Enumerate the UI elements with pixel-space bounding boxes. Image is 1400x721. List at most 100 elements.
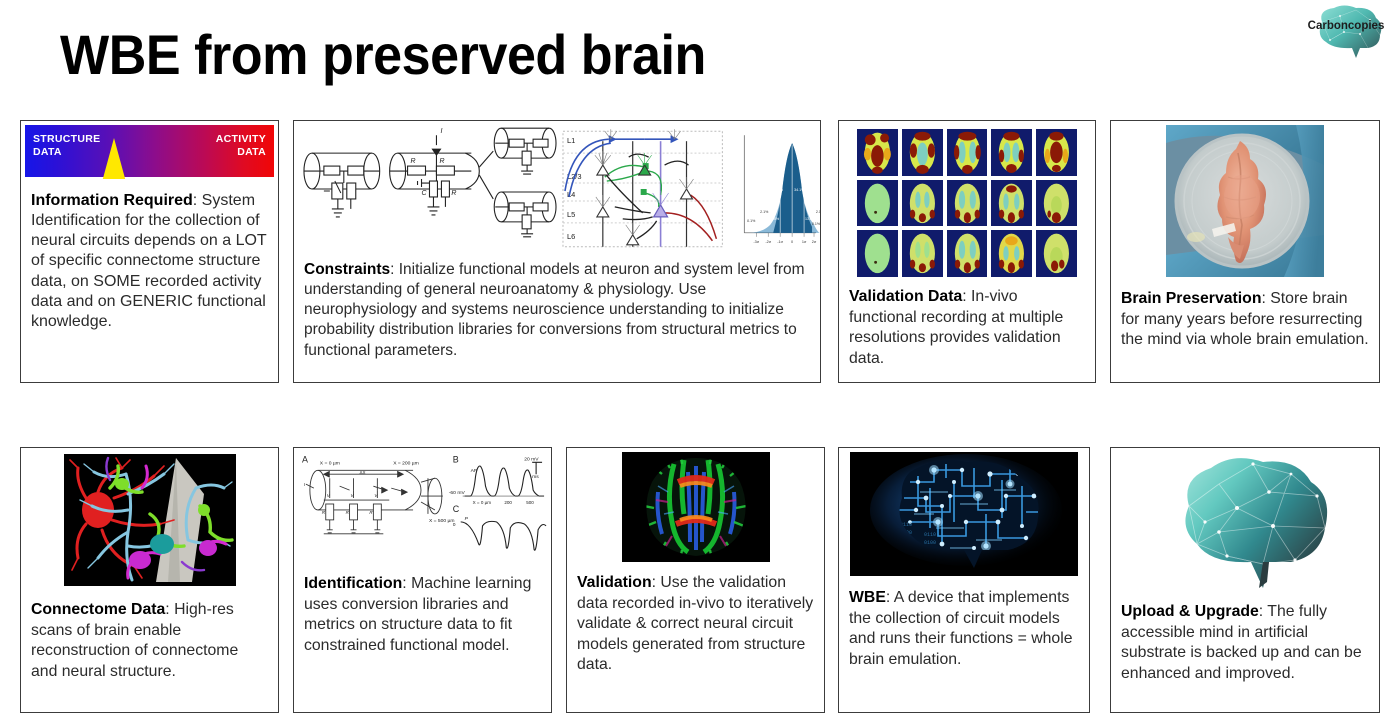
svg-text:13.6%: 13.6% <box>769 217 780 221</box>
card-identification: A B C <box>293 447 552 713</box>
cortical-layer-l5: L5 <box>567 210 575 219</box>
structure-activity-gradient-figure: STRUCTURE DATA ACTIVITY DATA <box>21 121 278 179</box>
fmri-slice <box>901 179 943 227</box>
panel-label-a: A <box>302 454 308 464</box>
card-caption: Identification: Machine learning uses co… <box>304 574 541 656</box>
svg-text:V: V <box>374 493 378 498</box>
panel-label-c: C <box>453 504 460 514</box>
svg-text:V: V <box>351 493 355 498</box>
svg-text:13.6%: 13.6% <box>805 217 816 221</box>
svg-text:R: R <box>322 510 326 515</box>
card-text: : In-vivo functional recording at multip… <box>849 288 1064 367</box>
svg-text:X = 0 µm: X = 0 µm <box>320 460 340 466</box>
svg-text:AP: AP <box>471 468 478 474</box>
svg-text:2.1%: 2.1% <box>816 210 820 214</box>
fmri-slice-grid <box>857 129 1077 277</box>
card-caption: Validation: Use the validation data reco… <box>577 573 814 676</box>
card-caption: WBE: A device that implements the collec… <box>849 588 1079 670</box>
svg-text:R: R <box>451 190 456 197</box>
svg-text:0.1%: 0.1% <box>812 222 820 226</box>
svg-text:X = 0 µm: X = 0 µm <box>473 500 492 505</box>
card-body: Constraints: Initialize functional model… <box>294 256 820 367</box>
upload-upgrade-figure <box>1111 448 1379 598</box>
card-brain-preservation: Brain Preservation: Store brain for many… <box>1110 120 1380 383</box>
svg-text:2σ: 2σ <box>812 240 817 244</box>
fmri-slice <box>1036 129 1077 176</box>
activity-data-label: ACTIVITY DATA <box>215 133 266 159</box>
svg-text:R: R <box>439 158 444 165</box>
fmri-slice <box>1036 179 1077 227</box>
svg-text:R: R <box>369 510 373 515</box>
card-information-required: STRUCTURE DATA ACTIVITY DATA Information… <box>20 120 279 383</box>
card-text: : High-res scans of brain enable reconst… <box>31 601 239 680</box>
svg-text:R: R <box>411 158 416 165</box>
svg-text:200: 200 <box>504 500 512 505</box>
fmri-grid-figure <box>839 121 1095 281</box>
low-poly-brain-image <box>1145 452 1345 594</box>
svg-text:0100: 0100 <box>924 540 936 546</box>
dti-figure <box>567 448 824 567</box>
card-text: : Store brain for many years before resu… <box>1121 290 1369 349</box>
card-heading: Upload & Upgrade <box>1121 603 1259 620</box>
card-text: : Initialize functional models at neuron… <box>304 261 805 359</box>
card-upload-upgrade: Upload & Upgrade: The fully accessible m… <box>1110 447 1380 713</box>
card-heading: Connectome Data <box>31 601 166 618</box>
fmri-slice <box>857 179 898 227</box>
card-text: : Machine learning uses conversion libra… <box>304 575 532 654</box>
svg-text:-3σ: -3σ <box>753 240 759 244</box>
svg-text:X = 200 µm: X = 200 µm <box>393 460 419 466</box>
svg-text:P: P <box>465 516 469 522</box>
card-caption: Validation Data: In-vivo functional reco… <box>849 287 1085 369</box>
card-text: : System Identification for the collecti… <box>31 192 267 330</box>
card-constraints: R R C R I L1 L2/3 L4 L5 <box>293 120 821 383</box>
card-caption: Brain Preservation: Store brain for many… <box>1121 289 1369 351</box>
card-text: : The fully accessible mind in artificia… <box>1121 603 1362 682</box>
svg-text:-1σ: -1σ <box>777 240 783 244</box>
constraints-figure: R R C R I L1 L2/3 L4 L5 <box>294 121 820 256</box>
card-body: WBE: A device that implements the collec… <box>839 582 1089 676</box>
card-heading: Brain Preservation <box>1121 290 1262 307</box>
svg-text:0: 0 <box>791 240 793 244</box>
svg-text:X = 500 µm: X = 500 µm <box>429 518 455 524</box>
svg-text:-60 mV: -60 mV <box>449 490 466 496</box>
svg-text:ms: ms <box>532 475 539 480</box>
identification-figure: A B C <box>294 448 551 560</box>
svg-text:34.1%: 34.1% <box>794 188 805 192</box>
gradient-marker-triangle-icon <box>102 138 127 179</box>
svg-text:ΔX: ΔX <box>359 470 365 475</box>
svg-text:0110: 0110 <box>900 522 912 528</box>
card-caption: Upload & Upgrade: The fully accessible m… <box>1121 602 1369 684</box>
cortical-layer-l6: L6 <box>567 232 575 241</box>
connectome-figure <box>21 448 278 594</box>
card-connectome-data: Connectome Data: High-res scans of brain… <box>20 447 279 713</box>
svg-text:C: C <box>422 190 428 197</box>
card-heading: Constraints <box>304 261 391 278</box>
card-body: Validation: Use the validation data reco… <box>567 567 824 682</box>
fmri-slice <box>991 129 1033 176</box>
carboncopies-logo: Carboncopies <box>1300 2 1392 64</box>
fmri-slice <box>901 230 943 277</box>
card-heading: Identification <box>304 575 403 592</box>
svg-text:1σ: 1σ <box>802 240 807 244</box>
card-text: : A device that implements the collectio… <box>849 589 1073 668</box>
card-body: Upload & Upgrade: The fully accessible m… <box>1111 598 1379 690</box>
svg-text:0.1%: 0.1% <box>747 219 756 223</box>
fmri-slice <box>991 179 1033 227</box>
fmri-slice <box>1036 230 1077 277</box>
cable-model-ap-panels: A B C <box>302 454 547 551</box>
card-heading: Validation <box>577 574 652 591</box>
svg-text:34.1%: 34.1% <box>773 188 784 192</box>
card-heading: Information Required <box>31 192 193 209</box>
card-body: Information Required: System Identificat… <box>21 179 278 338</box>
fmri-slice <box>857 230 898 277</box>
svg-text:I: I <box>440 128 442 135</box>
cortical-layer-l4: L4 <box>567 190 575 199</box>
card-validation: Validation: Use the validation data reco… <box>566 447 825 713</box>
card-body: Validation Data: In-vivo functional reco… <box>839 281 1095 375</box>
panel-label-b: B <box>453 454 459 464</box>
card-body: Identification: Machine learning uses co… <box>294 560 551 662</box>
